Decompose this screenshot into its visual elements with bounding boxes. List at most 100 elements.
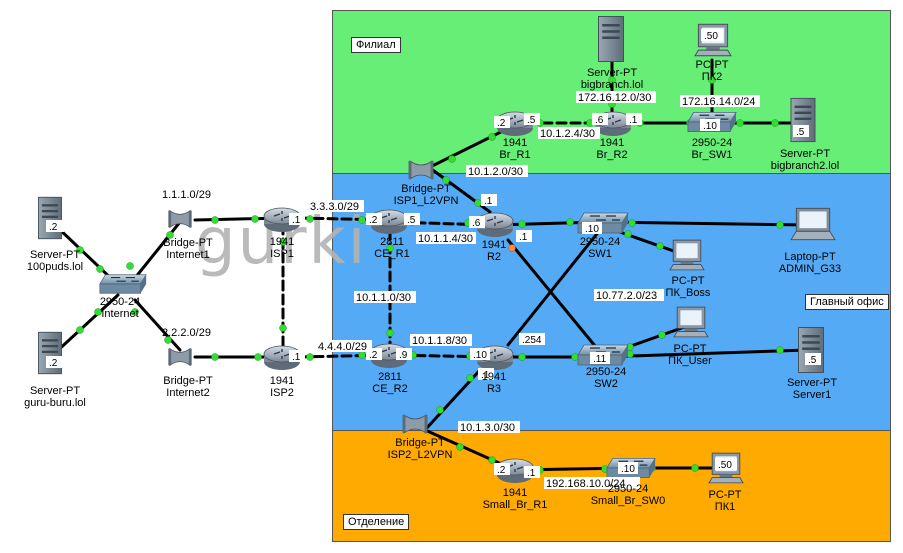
device-server-bigbranch[interactable] bbox=[597, 15, 625, 63]
device-model-label: 2950-24 bbox=[580, 236, 620, 248]
link-light bbox=[736, 119, 744, 127]
port-label: .5 bbox=[527, 115, 536, 126]
port-label: .2 bbox=[49, 222, 58, 233]
device-model-label: 2950-24 bbox=[100, 296, 140, 308]
port-label: .9 bbox=[399, 350, 408, 361]
port-label: .1 bbox=[481, 370, 490, 381]
network-label: 2.2.2.0/29 bbox=[162, 327, 211, 339]
link-light bbox=[656, 242, 664, 250]
port-label: .10 bbox=[473, 350, 487, 361]
network-label: 10.1.2.0/30 bbox=[468, 166, 523, 178]
link bbox=[506, 238, 602, 354]
network-label: 3.3.3.0/29 bbox=[310, 201, 359, 213]
network-label: 4.4.4.0/29 bbox=[318, 341, 367, 353]
dept-zone-title: Отделение bbox=[343, 514, 410, 530]
device-model-label: 1941 bbox=[482, 371, 506, 383]
network-label: 10.1.1.8/30 bbox=[412, 335, 467, 347]
device-name-label: Small_Br_SW0 bbox=[591, 495, 666, 507]
device-model-label: 2950-24 bbox=[586, 366, 626, 378]
device-model-label: 2950-24 bbox=[692, 137, 732, 149]
link-light bbox=[76, 246, 84, 254]
port-label: .1 bbox=[292, 352, 301, 363]
device-name-label: R3 bbox=[487, 383, 501, 395]
link-light bbox=[211, 353, 219, 361]
device-model-label: 1941 bbox=[503, 487, 527, 499]
device-model-label: PC-PT bbox=[674, 343, 707, 355]
device-name-label: ПК2 bbox=[702, 71, 722, 83]
device-name-label: R2 bbox=[487, 251, 501, 263]
network-label: 10.1.1.4/30 bbox=[418, 233, 473, 245]
port-label: .50 bbox=[718, 460, 732, 471]
device-name-label: CE_R2 bbox=[372, 383, 407, 395]
port-label: .10 bbox=[703, 121, 717, 132]
device-model-label: 2950-24 bbox=[608, 483, 648, 495]
link-light bbox=[436, 406, 444, 414]
device-model-label: PC-PT bbox=[696, 59, 729, 71]
device-model-label: Server-PT bbox=[30, 385, 80, 397]
device-model-label: 1941 bbox=[503, 137, 527, 149]
device-name-label: Server1 bbox=[793, 389, 832, 401]
link bbox=[598, 348, 810, 359]
link-light bbox=[386, 244, 394, 252]
device-bridge-isp2-l2vpn[interactable] bbox=[402, 413, 428, 435]
port-label: .1 bbox=[519, 232, 528, 243]
device-labels: Server-PT 100puds.lol Server-PT guru-bur… bbox=[24, 59, 841, 513]
link-light bbox=[776, 346, 784, 354]
network-label: 10.77.2.0/23 bbox=[596, 290, 657, 302]
link-light bbox=[628, 219, 636, 227]
port-labels: .2 .2 .1 .1 .2 .5 .6 .1 .1 .2 .9 .10 .1 … bbox=[46, 29, 821, 479]
device-bridge-internet1[interactable] bbox=[168, 209, 192, 229]
device-model-label: Server-PT bbox=[587, 67, 637, 79]
device-model-label: Laptop-PT bbox=[784, 251, 836, 263]
device-model-label: 1941 bbox=[270, 375, 294, 387]
device-name-label: Internet bbox=[101, 308, 138, 320]
device-model-label: PC-PT bbox=[709, 489, 742, 501]
link-light bbox=[251, 215, 259, 223]
link-light bbox=[488, 456, 496, 464]
port-label: .2 bbox=[497, 118, 506, 129]
link-light bbox=[566, 218, 574, 226]
device-pc-user[interactable] bbox=[673, 306, 709, 338]
device-name-label: bigbranch.lol bbox=[581, 79, 643, 91]
port-label: .10 bbox=[585, 224, 599, 235]
link-light bbox=[708, 76, 716, 84]
device-laptop-admin[interactable] bbox=[790, 207, 836, 241]
link-light bbox=[76, 326, 84, 334]
link-light bbox=[624, 230, 632, 238]
device-model-label: Server-PT bbox=[787, 377, 837, 389]
link-light bbox=[279, 324, 287, 332]
device-switch-internet[interactable] bbox=[99, 274, 147, 294]
link-light bbox=[131, 308, 139, 316]
device-name-label: ISP2_L2VPN bbox=[388, 449, 453, 461]
port-label: .5 bbox=[808, 355, 817, 366]
device-model-label: Server-PT bbox=[30, 249, 80, 261]
link-light bbox=[456, 443, 464, 451]
device-name-label: ISP1 bbox=[270, 248, 294, 260]
port-label: .11 bbox=[593, 354, 607, 365]
link-light bbox=[442, 176, 450, 184]
device-name-label: guru-buru.lol bbox=[24, 397, 86, 409]
device-name-label: Internet2 bbox=[166, 387, 209, 399]
device-name-label: CE_R1 bbox=[374, 248, 409, 260]
link bbox=[418, 123, 517, 174]
link-light bbox=[306, 353, 314, 361]
link-light bbox=[771, 119, 779, 127]
device-model-label: PC-PT bbox=[672, 275, 705, 287]
port-label: .6 bbox=[472, 218, 481, 229]
link-light bbox=[358, 216, 366, 224]
link-light-down bbox=[508, 244, 516, 252]
network-label: 10.1.2.4/30 bbox=[540, 128, 595, 140]
port-label: .1 bbox=[484, 196, 493, 207]
port-label: .5 bbox=[796, 127, 805, 138]
device-model-label: Bridge-PT bbox=[163, 375, 213, 387]
device-pc-boss[interactable] bbox=[669, 239, 705, 271]
device-name-label: Br_SW1 bbox=[692, 149, 733, 161]
link-light bbox=[164, 336, 172, 344]
port-label: .2 bbox=[497, 465, 506, 476]
device-bridge-isp1-l2vpn[interactable] bbox=[408, 159, 434, 181]
link-light bbox=[691, 464, 699, 472]
link-light bbox=[448, 155, 456, 163]
network-label: 10.1.1.0/30 bbox=[356, 292, 411, 304]
link-light bbox=[776, 221, 784, 229]
network-label: 192.168.10.0/24 bbox=[546, 478, 626, 490]
